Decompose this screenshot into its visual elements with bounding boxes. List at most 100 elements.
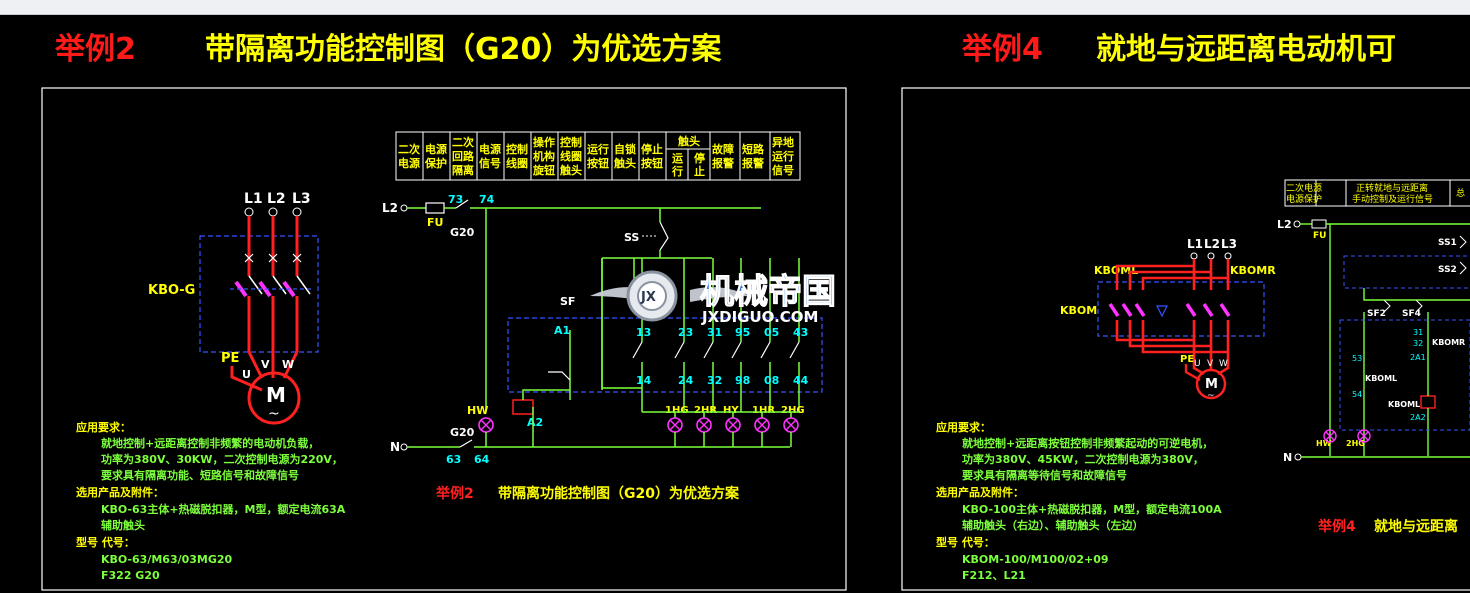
right-header-table: 二次电源 电源保护 正转就地与远距离 手动控制及运行信号 总 <box>1284 179 1470 207</box>
aux-contacts-dashed-box <box>507 317 823 393</box>
phase-l3-label: L3 <box>292 191 311 207</box>
a2-label: A2 <box>527 416 543 429</box>
left-table-header-9-0: 停止 <box>641 142 663 156</box>
lamp-label-2: HY <box>723 405 739 416</box>
terminal-v-label: V <box>261 358 270 371</box>
node-73: 73 <box>448 193 463 206</box>
right-sf2-label: SF2 <box>1367 309 1386 319</box>
contact-bottom-3: 98 <box>735 374 750 387</box>
left-table-header-2-2: 隔离 <box>452 163 474 177</box>
control-coil <box>512 399 534 415</box>
right-kboml-contact: KBOML <box>1365 374 1397 383</box>
left-table-header-13-2: 信号 <box>772 163 794 177</box>
right-power-circuit: L1 L2 L3 KBOML KBOMR KBOM <box>1060 237 1276 401</box>
right-prod-title: 选用产品及附件： <box>936 485 1024 499</box>
left-table-header-8-1: 触头 <box>613 156 636 170</box>
right-table-h1: 二次电源 <box>1286 182 1322 194</box>
terminal-u-label: U <box>242 368 251 381</box>
right-kbom-label: KBOM <box>1060 304 1097 317</box>
watermark-right-wing <box>690 287 750 302</box>
watermark-cn-text: 机械帝国 <box>700 272 836 312</box>
motor-tilde: ~ <box>268 406 280 422</box>
lamp-label-1: 2HR <box>694 405 717 416</box>
right-motor-circle <box>1195 368 1227 400</box>
contact-top-0: 13 <box>636 326 651 339</box>
contact-top-4: 05 <box>764 326 779 339</box>
contact-bottom-2: 32 <box>707 374 722 387</box>
left-table-header-11-1: 报警 <box>712 156 734 170</box>
left-table-header-5-1: 机构 <box>533 149 555 163</box>
pe-label: PE <box>221 351 239 366</box>
left-table-header-3-0: 电源 <box>479 142 501 156</box>
right-table-h3: 正转就地与远距离 <box>1356 182 1428 194</box>
right-ss1-label: SS1 <box>1438 238 1457 248</box>
motor-label: M <box>266 383 286 407</box>
right-motor-tilde: ~ <box>1207 391 1215 401</box>
contact-bottom-0: 14 <box>636 374 652 387</box>
right-table-h2: 电源保护 <box>1286 193 1322 205</box>
right-phase-l3: L3 <box>1221 237 1237 251</box>
right-model-title: 型号 代号： <box>936 535 995 549</box>
a1-label: A1 <box>554 324 570 337</box>
right-phase-l1: L1 <box>1187 237 1203 251</box>
right-terminal-v: V <box>1207 359 1214 369</box>
right-sheet: 举例4 就地与远距离电动机可 二次电源 电源保护 正转就地与远距离 手动控制及运… <box>901 32 1470 591</box>
left-table-sub-2: 停 <box>694 151 705 165</box>
right-req-line-2: 功率为380V、45KW，二次控制电源为380V， <box>962 452 1204 466</box>
ss-label: SS <box>624 231 639 244</box>
right-pe-label: PE <box>1180 354 1194 365</box>
left-prod-line-2: 辅助触头 <box>101 518 145 532</box>
left-model-line-1: KBO-63/M63/03MG20 <box>101 553 233 566</box>
contact-top-1: 23 <box>678 326 693 339</box>
right-kbom-dashed-box <box>1097 281 1265 337</box>
right-prod-line-2: 辅助触头（右边）、辅助触头（左边） <box>962 518 1144 532</box>
sf-label: SF <box>560 295 575 308</box>
left-table-header-3-1: 信号 <box>479 156 501 170</box>
contact-bottom-5: 44 <box>793 374 809 387</box>
left-table-header-12-0: 短路 <box>742 142 765 156</box>
right-l2-label: L2 <box>1277 218 1292 231</box>
left-control-circuit: L2 FU 73 G20 74 SS SF A1 A <box>382 193 823 466</box>
contact-top-5: 43 <box>793 326 808 339</box>
contact-bottom-4: 08 <box>764 374 779 387</box>
right-control-circuit: L2 FU SS1 SS2 SF2 SF4 31 32 KBOMR 2A1 53… <box>1277 218 1470 464</box>
left-caption-text: 带隔离功能控制图（G20）为优选方案 <box>498 485 740 502</box>
left-table-header-2-0: 二次 <box>452 135 474 149</box>
left-table-header-6-1: 线圈 <box>560 149 582 163</box>
g20-lower-label: G20 <box>450 426 475 439</box>
left-table-sub-3: 止 <box>694 164 705 178</box>
contact-bottom-1: 24 <box>678 374 694 387</box>
l2-terminal <box>400 204 408 212</box>
left-table-header-4-0: 控制 <box>506 142 528 156</box>
left-table-header-0-1: 电源 <box>398 156 420 170</box>
left-table-sub-0: 运 <box>672 152 683 165</box>
right-model-line-2: F212、L21 <box>962 569 1026 582</box>
left-table-header-0-0: 二次 <box>398 142 420 156</box>
left-table-header-1-0: 电源 <box>425 142 447 156</box>
node-64: 64 <box>474 453 490 466</box>
right-req-line-3: 要求具有隔离等待信号和故障信号 <box>962 468 1127 482</box>
hw-label: HW <box>467 404 488 417</box>
right-table-h5: 总 <box>1456 187 1465 199</box>
left-model-line-2: F322 G20 <box>101 569 160 582</box>
right-kboml-coil: KBOML <box>1388 400 1420 409</box>
left-title-text: 带隔离功能控制图（G20）为优选方案 <box>205 32 722 67</box>
left-table-header-5-2: 旋钮 <box>532 163 555 177</box>
left-table-header-2-1: 回路 <box>452 149 475 163</box>
right-title-number: 举例4 <box>961 32 1043 67</box>
right-table-h4: 手动控制及运行信号 <box>1352 193 1433 205</box>
right-title-text: 就地与远距离电动机可 <box>1096 32 1396 67</box>
node-74: 74 <box>479 193 495 206</box>
left-table-header-5-0: 操作 <box>533 135 555 149</box>
left-power-circuit: L1 L2 L3 KBO-G <box>148 191 319 425</box>
left-table-header-6-2: 触头 <box>559 163 582 177</box>
right-notes: 应用要求： 就地控制+远距离按钮控制非频繁起动的可逆电机， 功率为380V、45… <box>936 420 1222 582</box>
right-node-32: 32 <box>1413 339 1423 348</box>
left-table-header-6-0: 控制 <box>560 135 582 149</box>
cad-toolbar-strip <box>0 0 1470 15</box>
n-terminal <box>400 443 408 451</box>
left-drawing-frame <box>41 87 847 591</box>
left-model-title: 型号 代号： <box>76 535 135 549</box>
right-hw-label: HW <box>1316 439 1332 448</box>
right-req-title: 应用要求： <box>936 420 991 434</box>
